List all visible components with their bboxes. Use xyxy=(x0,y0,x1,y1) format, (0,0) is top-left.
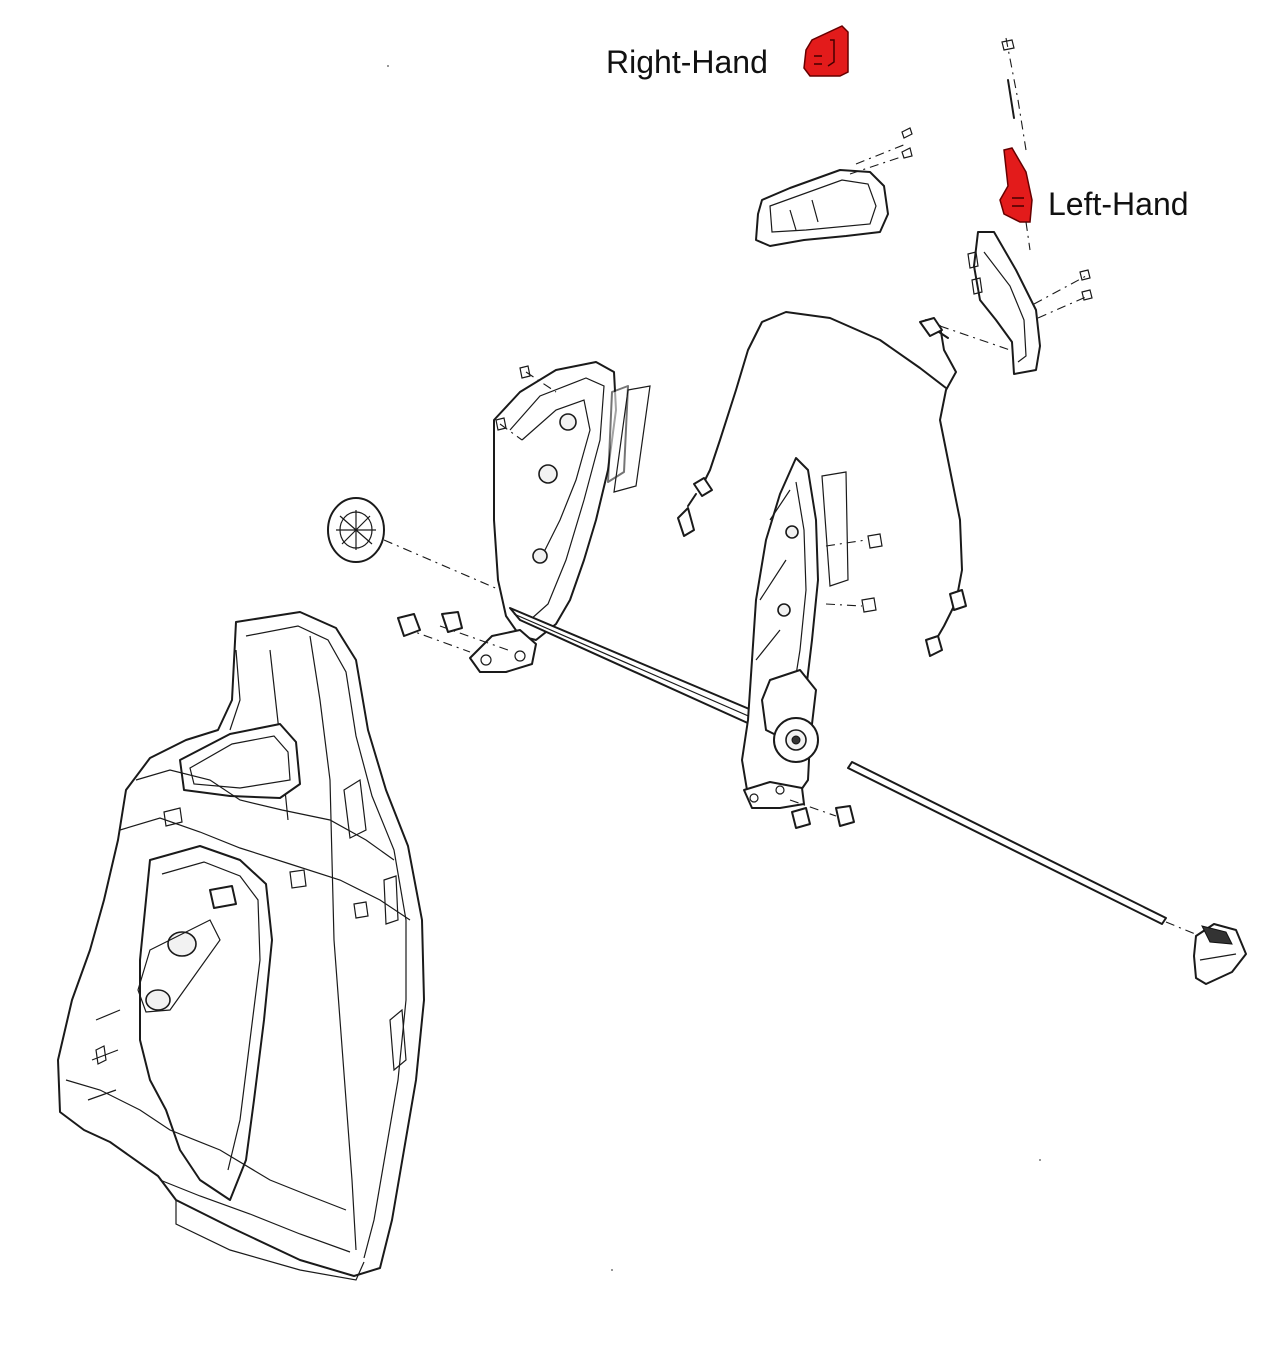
lower-trim-bracket xyxy=(967,231,1093,375)
cross-tube xyxy=(397,607,781,735)
right-hand-highlight-shape xyxy=(803,25,849,77)
recliner-hinge-right xyxy=(741,457,883,829)
seat-back-shell xyxy=(57,611,425,1281)
left-hand-label: Left-Hand xyxy=(1048,186,1189,222)
right-hand-part-swatch xyxy=(803,25,849,77)
scan-specks xyxy=(387,65,1041,1271)
left-hand-part xyxy=(999,147,1033,223)
release-knob xyxy=(1193,923,1247,985)
release-cable xyxy=(677,311,1011,657)
release-rod xyxy=(847,761,1201,937)
left-hand-highlight-shape xyxy=(999,147,1033,223)
upper-trim-bracket xyxy=(755,127,913,247)
spring-washer xyxy=(327,497,501,591)
right-hand-label: Right-Hand xyxy=(606,44,768,80)
pivot-centerline-top xyxy=(1001,37,1031,251)
recliner-hinge-left xyxy=(469,361,651,673)
